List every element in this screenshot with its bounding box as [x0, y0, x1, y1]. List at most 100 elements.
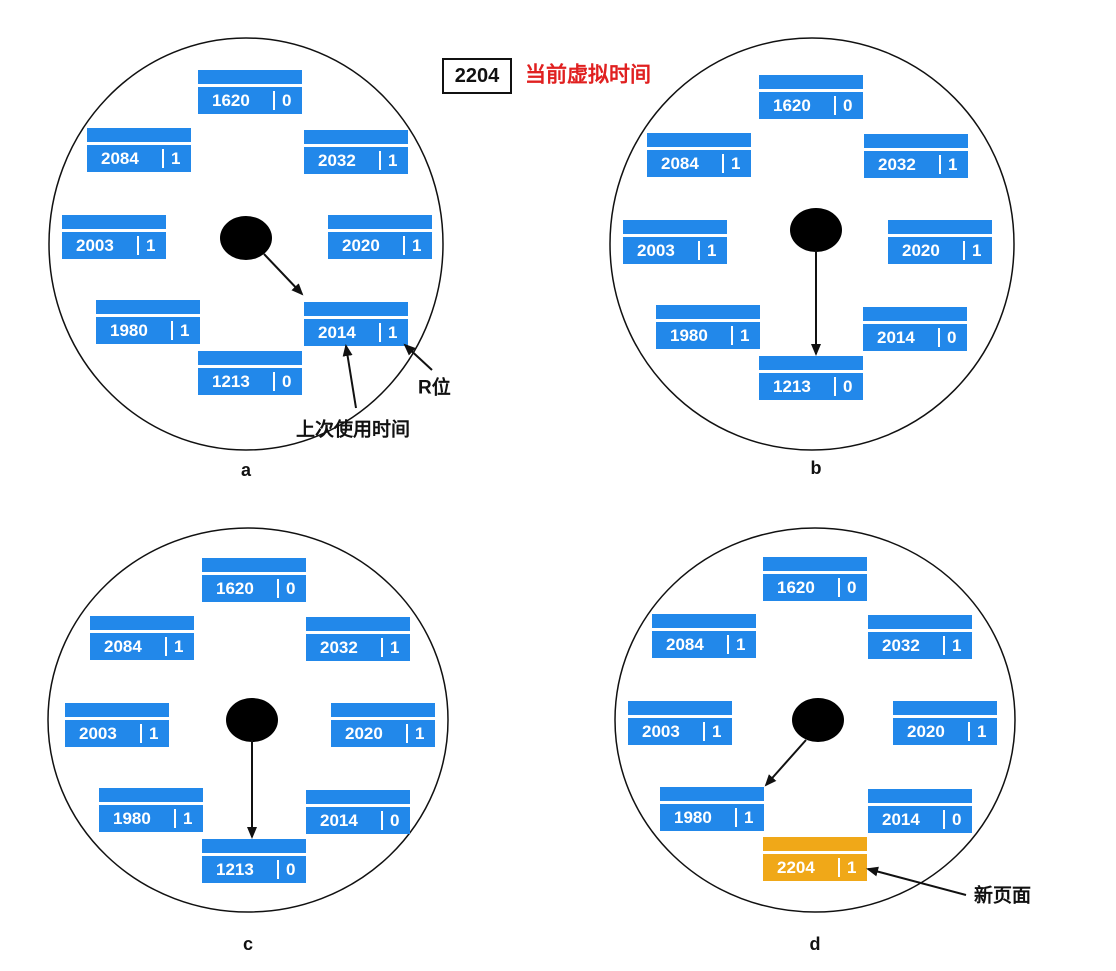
page-r-bit: 1: [744, 808, 753, 827]
page-body: [660, 804, 764, 831]
page-r-bit: 0: [286, 860, 295, 879]
page-r-bit: 0: [282, 372, 291, 391]
page-time: 2084: [101, 149, 139, 168]
page-header-bar: [306, 790, 410, 804]
page-body: [863, 324, 967, 351]
page-r-bit: 1: [180, 321, 189, 340]
page-body: [864, 151, 968, 178]
virtual-time-box: [442, 58, 512, 94]
page-header-bar: [328, 215, 432, 229]
page-time: 2204: [777, 858, 815, 877]
page-time: 2020: [902, 241, 940, 260]
new-page-pointer: [866, 866, 967, 896]
page-header-bar: [198, 351, 302, 365]
page-r-bit: 1: [948, 155, 957, 174]
page-body: [868, 806, 972, 833]
clock-circle: [609, 37, 1015, 451]
page-r-bit: 0: [843, 377, 852, 396]
page-body: [656, 322, 760, 349]
page-body: [62, 232, 166, 259]
page-r-bit: 1: [146, 236, 155, 255]
panel-letter: d: [810, 934, 821, 954]
page-header-bar: [202, 839, 306, 853]
page-header-bar: [198, 70, 302, 84]
page-entry: 1620 0: [763, 557, 867, 601]
page-r-bit: 1: [388, 151, 397, 170]
new-page-label: 新页面: [974, 884, 1031, 907]
page-header-bar: [759, 356, 863, 370]
page-header-bar: [306, 617, 410, 631]
clock-hand-hub: [790, 208, 842, 252]
page-body: [202, 856, 306, 883]
page-time: 1620: [777, 578, 815, 597]
page-body: [99, 805, 203, 832]
page-r-bit: 0: [847, 578, 856, 597]
page-r-bit: 1: [952, 636, 961, 655]
page-r-bit: 0: [952, 810, 961, 829]
clock-circle: [47, 527, 449, 913]
page-r-bit: 1: [977, 722, 986, 741]
clock-hand-hub: [226, 698, 278, 742]
page-time: 2032: [882, 636, 920, 655]
r-bit-pointer: [403, 343, 433, 371]
page-header-bar: [304, 130, 408, 144]
page-time: 2020: [907, 722, 945, 741]
page-time: 2020: [342, 236, 380, 255]
page-header-bar: [763, 557, 867, 571]
page-body: [868, 632, 972, 659]
page-time: 2020: [345, 724, 383, 743]
page-time: 2032: [320, 638, 358, 657]
page-header-bar: [647, 133, 751, 147]
page-time: 1980: [670, 326, 708, 345]
page-body: [647, 150, 751, 177]
page-r-bit: 1: [183, 809, 192, 828]
page-header-bar: [90, 616, 194, 630]
page-header-bar: [628, 701, 732, 715]
page-body: [306, 634, 410, 661]
page-header-bar: [96, 300, 200, 314]
virtual-time-value: 2204: [455, 65, 500, 87]
page-body: [87, 145, 191, 172]
page-body: [96, 317, 200, 344]
r-bit-label: R位: [418, 376, 451, 399]
page-body: [328, 232, 432, 259]
page-body: [763, 574, 867, 601]
page-body: [652, 631, 756, 658]
page-body: [304, 147, 408, 174]
page-r-bit: 1: [736, 635, 745, 654]
page-time: 2084: [104, 637, 142, 656]
page-time: 2003: [637, 241, 675, 260]
page-header-bar: [868, 789, 972, 803]
page-time: 2003: [642, 722, 680, 741]
clock-hand-pointer: [764, 739, 807, 787]
page-time: 1980: [110, 321, 148, 340]
page-header-bar: [763, 837, 867, 851]
page-r-bit: 0: [947, 328, 956, 347]
page-header-bar: [656, 305, 760, 319]
page-body: [198, 87, 302, 114]
clock-hand-hub: [792, 698, 844, 742]
clock-circle: [614, 527, 1016, 913]
